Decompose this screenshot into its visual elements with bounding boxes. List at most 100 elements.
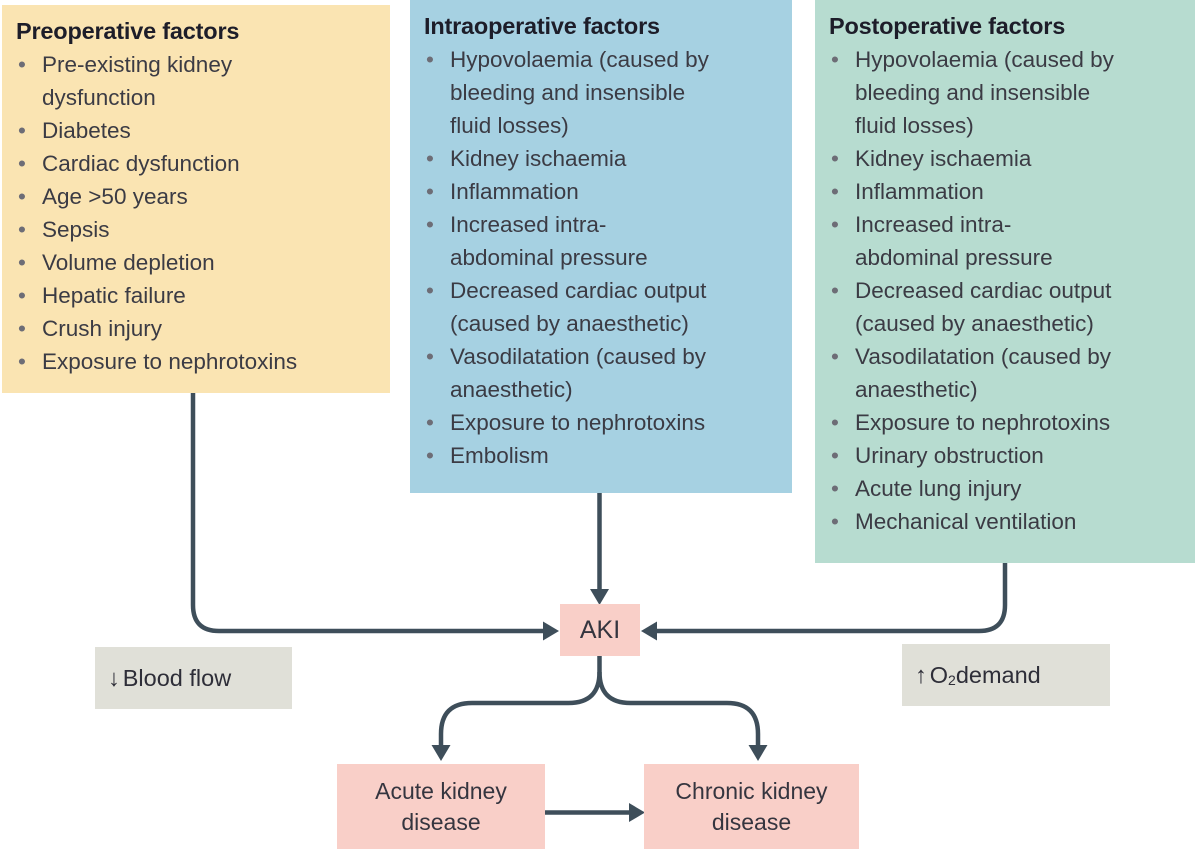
list-item: • Diabetes: [16, 114, 380, 147]
list-item: • Volume depletion: [16, 246, 380, 279]
bullet-icon: •: [831, 212, 839, 237]
acute-kidney-disease-node: Acute kidney disease: [337, 764, 545, 849]
list-item: • Kidney ischaemia: [829, 142, 1185, 175]
bullet-icon: •: [831, 344, 839, 369]
bullet-icon: •: [831, 476, 839, 501]
item-text: Increased intra- abdominal pressure: [855, 212, 1053, 270]
bullet-icon: •: [426, 278, 434, 303]
bullet-icon: •: [18, 217, 26, 242]
bullet-icon: •: [18, 316, 26, 341]
postoperative-factors-box: Postoperative factors • Hypovolaemia (cau…: [815, 0, 1195, 563]
bullet-icon: •: [831, 278, 839, 303]
item-text: Kidney ischaemia: [855, 146, 1032, 171]
arrowhead-right-icon: [543, 621, 559, 641]
bullet-icon: •: [831, 179, 839, 204]
down-arrow-icon: ↓: [108, 664, 120, 691]
item-text: Sepsis: [42, 217, 110, 242]
bullet-icon: •: [426, 344, 434, 369]
o2-subscript: 2: [948, 672, 956, 688]
factor-list: • Hypovolaemia (caused by bleeding and in…: [424, 43, 782, 472]
list-item: •Urinary obstruction: [829, 439, 1185, 472]
list-item: • Hypovolaemia (caused by bleeding and in…: [424, 43, 782, 142]
list-item: • Cardiac dysfunction: [16, 147, 380, 180]
list-item: • Increased intra- abdominal pressure: [829, 208, 1185, 274]
aki-node: AKI: [560, 604, 640, 656]
arrow-aki-to-chronic: [597, 671, 761, 745]
item-text: Decreased cardiac output (caused by anae…: [450, 278, 707, 336]
list-item: • Age >50 years: [16, 180, 380, 213]
intraoperative-factors-box: Intraoperative factors • Hypovolaemia (ca…: [410, 0, 792, 493]
bullet-icon: •: [426, 146, 434, 171]
factor-list: • Pre-existing kidney dysfunction • Diabet…: [16, 48, 380, 378]
box-title: Intraoperative factors: [424, 13, 660, 39]
list-item: •Vasodilatation (caused by anaesthetic): [424, 340, 782, 406]
bullet-icon: •: [18, 283, 26, 308]
list-item: • Vasodilatation (caused by anaesthetic): [829, 340, 1185, 406]
blood-flow-label: ↓Blood flow: [95, 647, 292, 709]
item-text: Age >50 years: [42, 184, 188, 209]
bullet-icon: •: [18, 151, 26, 176]
list-item: • Decreased cardiac output (caused by ana…: [424, 274, 782, 340]
item-text: Cardiac dysfunction: [42, 151, 240, 176]
bullet-icon: •: [18, 118, 26, 143]
list-item: • Pre-existing kidney dysfunction: [16, 48, 380, 114]
item-text: Crush injury: [42, 316, 163, 341]
item-text: Hypovolaemia (caused by bleeding and ins…: [855, 47, 1114, 138]
factor-list: • Hypovolaemia (caused by bleeding and in…: [829, 43, 1185, 538]
item-text: Vasodilatation (caused by anaesthetic): [855, 344, 1111, 402]
bullet-icon: •: [426, 443, 434, 468]
list-item: • Hypovolaemia (caused by bleeding and in…: [829, 43, 1185, 142]
blood-flow-text: Blood flow: [122, 664, 232, 691]
arrowhead-right-icon: [629, 803, 645, 822]
arrow-aki-to-acute: [438, 656, 602, 745]
list-item: • Acute lung injury: [829, 472, 1185, 505]
item-text: Exposure to nephrotoxins: [42, 349, 298, 374]
item-text: Pre-existing kidney dysfunction: [42, 52, 233, 110]
item-text: Decreased cardiac output (caused by anae…: [855, 278, 1112, 336]
bullet-icon: •: [426, 212, 434, 237]
bullet-icon: •: [18, 349, 26, 374]
bullet-icon: •: [831, 47, 839, 72]
arrowhead-left-icon: [641, 621, 657, 641]
item-text: Inflammation: [855, 179, 984, 204]
chronic-kidney-disease-node: Chronic kidney disease: [644, 764, 859, 849]
list-item: •Embolism: [424, 439, 782, 472]
arrowhead-down-icon: [748, 745, 768, 761]
bullet-icon: •: [831, 443, 839, 468]
arrowhead-down-icon: [431, 745, 451, 761]
bullet-icon: •: [426, 410, 434, 435]
bullet-icon: •: [831, 410, 839, 435]
up-arrow-icon: ↑: [915, 661, 927, 688]
bullet-icon: •: [831, 509, 839, 534]
bullet-icon: •: [426, 47, 434, 72]
item-text: Exposure to nephrotoxins: [855, 410, 1111, 435]
list-item: • Decreased cardiac output (caused by ana…: [829, 274, 1185, 340]
list-item: •Hepatic failure: [16, 279, 380, 312]
o2-demand-text: demand: [955, 661, 1041, 688]
box-title: Postoperative factors: [829, 13, 1066, 39]
bullet-icon: •: [18, 250, 26, 275]
preoperative-factors-box: Preoperative factors • Pre-existing kidne…: [2, 5, 390, 393]
list-item: • Inflammation: [829, 175, 1185, 208]
list-item: •Inflammation: [424, 175, 782, 208]
bullet-icon: •: [18, 184, 26, 209]
item-text: Volume depletion: [42, 250, 215, 275]
bullet-icon: •: [831, 146, 839, 171]
list-item: • Exposure to nephrotoxins: [424, 406, 782, 439]
item-text: Inflammation: [450, 179, 579, 204]
item-text: Increased intra- abdominal pressure: [450, 212, 648, 270]
item-text: Diabetes: [42, 118, 131, 143]
item-text: Exposure to nephrotoxins: [450, 410, 706, 435]
item-text: Acute lung injury: [855, 476, 1022, 501]
box-title: Preoperative factors: [16, 18, 240, 44]
list-item: • Increased intra- abdominal pressure: [424, 208, 782, 274]
item-text: Hypovolaemia (caused by bleeding and ins…: [450, 47, 709, 138]
arrow-preop-to-aki: [190, 392, 543, 634]
bullet-icon: •: [18, 52, 26, 77]
list-item: •Mechanical ventilation: [829, 505, 1185, 538]
list-item: • Sepsis: [16, 213, 380, 246]
arrow-postop-to-aki: [657, 563, 1008, 634]
